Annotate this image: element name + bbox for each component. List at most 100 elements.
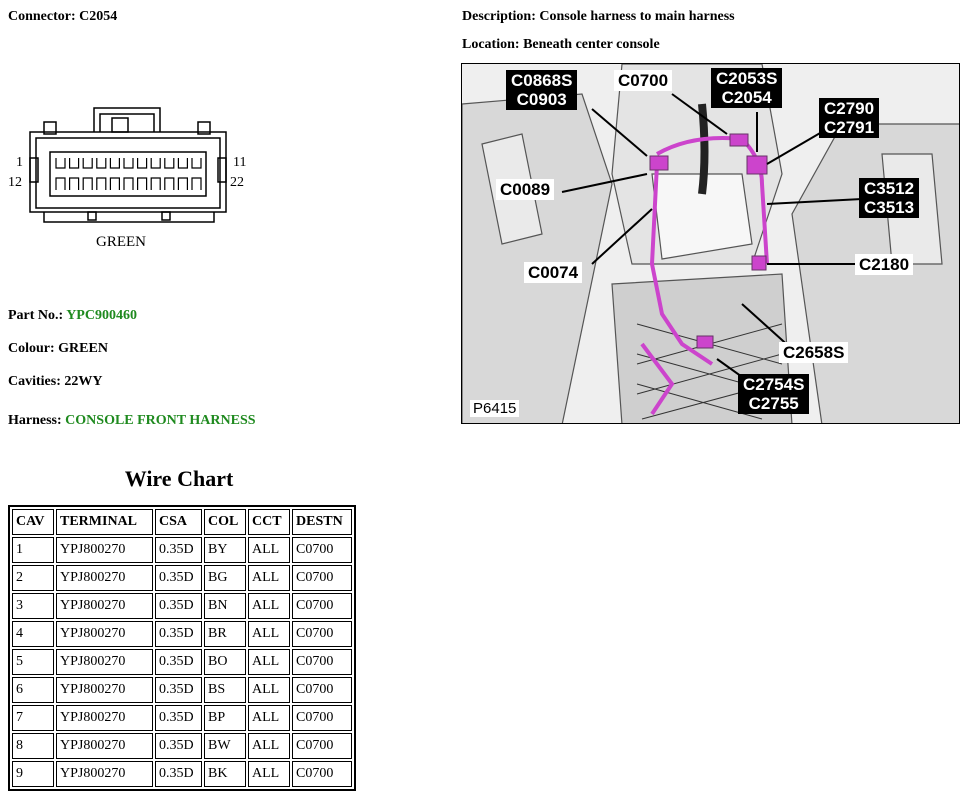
- cell-col: BY: [204, 537, 246, 563]
- cell-cct: ALL: [248, 593, 290, 619]
- cell-destn: C0700: [292, 649, 352, 675]
- callout-c0074: C0074: [524, 262, 583, 283]
- colour-label: Colour:: [8, 341, 55, 356]
- description-value: Console harness to main harness: [539, 9, 735, 24]
- cell-destn: C0700: [292, 733, 352, 759]
- console-illustration: [462, 64, 959, 423]
- header-destn: DESTN: [292, 509, 352, 535]
- location-value: Beneath center console: [523, 37, 660, 52]
- cell-csa: 0.35D: [155, 649, 202, 675]
- cell-cav: 7: [12, 705, 54, 731]
- cavities-line: Cavities: 22WY: [8, 374, 103, 390]
- pin-12-label: 12: [8, 175, 22, 190]
- cell-cav: 4: [12, 621, 54, 647]
- cell-col: BN: [204, 593, 246, 619]
- connector-face-drawing: 1 12 11 22 GREEN: [8, 100, 258, 260]
- cell-col: BO: [204, 649, 246, 675]
- harness-value[interactable]: CONSOLE FRONT HARNESS: [65, 413, 256, 428]
- callout-c3512: C3512 C3513: [859, 178, 920, 218]
- header-cav: CAV: [12, 509, 54, 535]
- cell-csa: 0.35D: [155, 621, 202, 647]
- wire-chart-title: Wire Chart: [124, 466, 234, 491]
- location-image: C0868S C0903 C0700 C2053S C2054 C2790 C2…: [461, 63, 960, 424]
- cell-cct: ALL: [248, 537, 290, 563]
- cavities-value: 22WY: [64, 374, 103, 389]
- cell-destn: C0700: [292, 621, 352, 647]
- cell-terminal: YPJ800270: [56, 537, 153, 563]
- cell-cct: ALL: [248, 621, 290, 647]
- pin-1-label: 1: [16, 155, 23, 170]
- cell-cct: ALL: [248, 649, 290, 675]
- cell-cct: ALL: [248, 733, 290, 759]
- part-number-line: Part No.: YPC900460: [8, 308, 137, 324]
- cell-cav: 8: [12, 733, 54, 759]
- description-line: Description: Console harness to main har…: [462, 9, 735, 25]
- harness-line: Harness: CONSOLE FRONT HARNESS: [8, 413, 256, 429]
- cell-terminal: YPJ800270: [56, 705, 153, 731]
- colour-value: GREEN: [58, 341, 108, 356]
- cell-col: BW: [204, 733, 246, 759]
- cell-col: BR: [204, 621, 246, 647]
- callout-c2053s: C2053S C2054: [711, 68, 783, 108]
- cell-terminal: YPJ800270: [56, 593, 153, 619]
- cell-cct: ALL: [248, 565, 290, 591]
- part-label: Part No.:: [8, 308, 64, 323]
- callout-c2180: C2180: [855, 254, 914, 275]
- cavities-label: Cavities:: [8, 374, 61, 389]
- cell-cav: 2: [12, 565, 54, 591]
- cell-csa: 0.35D: [155, 733, 202, 759]
- cell-col: BG: [204, 565, 246, 591]
- cell-destn: C0700: [292, 677, 352, 703]
- cell-destn: C0700: [292, 761, 352, 787]
- cell-csa: 0.35D: [155, 593, 202, 619]
- cell-cct: ALL: [248, 677, 290, 703]
- header-csa: CSA: [155, 509, 202, 535]
- harness-label: Harness:: [8, 413, 62, 428]
- cell-terminal: YPJ800270: [56, 677, 153, 703]
- cell-terminal: YPJ800270: [56, 565, 153, 591]
- connector-label: Connector:: [8, 9, 76, 24]
- cell-terminal: YPJ800270: [56, 621, 153, 647]
- pin-22-label: 22: [230, 175, 244, 190]
- callout-c2658s: C2658S: [779, 342, 849, 363]
- cell-col: BP: [204, 705, 246, 731]
- wire-chart-header-row: CAV TERMINAL CSA COL CCT DESTN: [12, 509, 352, 535]
- cell-destn: C0700: [292, 593, 352, 619]
- callout-c0700: C0700: [614, 70, 673, 91]
- cell-destn: C0700: [292, 705, 352, 731]
- callout-c2754s: C2754S C2755: [738, 374, 810, 414]
- cell-cav: 6: [12, 677, 54, 703]
- cell-csa: 0.35D: [155, 537, 202, 563]
- cell-col: BK: [204, 761, 246, 787]
- cell-terminal: YPJ800270: [56, 649, 153, 675]
- cell-cav: 5: [12, 649, 54, 675]
- cell-cav: 3: [12, 593, 54, 619]
- cell-col: BS: [204, 677, 246, 703]
- colour-line: Colour: GREEN: [8, 341, 108, 357]
- cell-csa: 0.35D: [155, 677, 202, 703]
- callout-c2790: C2790 C2791: [819, 98, 880, 138]
- cell-cct: ALL: [248, 705, 290, 731]
- connector-line: Connector: C2054: [8, 9, 117, 25]
- connector-value: C2054: [79, 9, 118, 24]
- cell-csa: 0.35D: [155, 565, 202, 591]
- connector-outline-svg: 1 12 11 22 GREEN: [8, 107, 246, 250]
- callout-c0089: C0089: [496, 179, 555, 200]
- header-cct: CCT: [248, 509, 290, 535]
- cell-destn: C0700: [292, 537, 352, 563]
- header-terminal: TERMINAL: [56, 509, 153, 535]
- cell-cct: ALL: [248, 761, 290, 787]
- location-label: Location:: [462, 37, 520, 52]
- part-value[interactable]: YPC900460: [66, 308, 137, 323]
- cell-csa: 0.35D: [155, 761, 202, 787]
- description-label: Description:: [462, 9, 536, 24]
